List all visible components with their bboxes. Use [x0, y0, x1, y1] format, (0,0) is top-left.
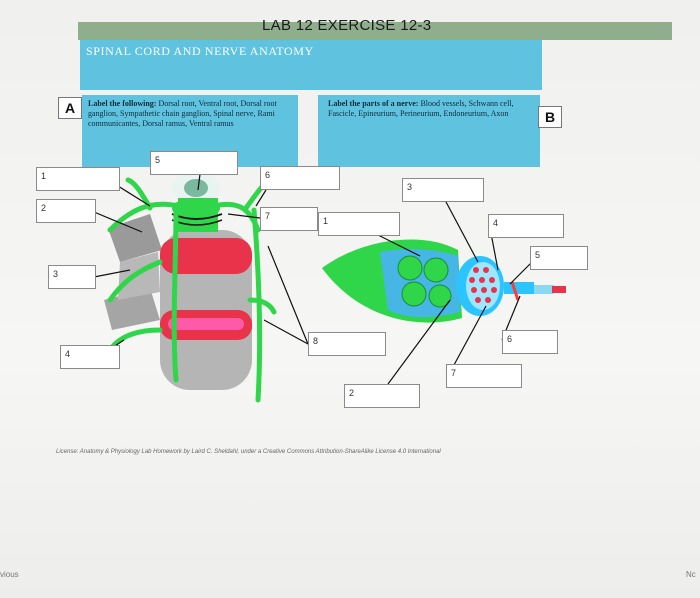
next-link[interactable]: Nc — [686, 570, 696, 579]
badge-b: B — [538, 106, 562, 128]
instructions-b: Label the parts of a nerve: Blood vessel… — [318, 95, 540, 167]
label-box-b6[interactable]: 6 — [502, 330, 558, 354]
lab-title: LAB 12 EXERCISE 12-3 — [262, 17, 432, 34]
title-banner — [80, 40, 542, 90]
label-box-a7[interactable]: 7 — [260, 207, 318, 231]
label-box-b5[interactable]: 5 — [530, 246, 588, 270]
badge-a: A — [58, 97, 82, 119]
label-box-b1[interactable]: 1 — [318, 212, 400, 236]
label-box-a1[interactable]: 1 — [36, 167, 120, 191]
instructions-b-text: Blood vessels, Schwann cell, Fascicle, E… — [328, 99, 514, 118]
label-box-a4[interactable]: 4 — [60, 345, 120, 369]
instructions-a-text: Dorsal root, Ventral root, Dorsal root g… — [88, 99, 277, 128]
instructions-a-lead: Label the following: — [88, 99, 157, 108]
instructions-b-lead: Label the parts of a nerve: — [328, 99, 419, 108]
nerve-cross-section — [322, 239, 566, 323]
label-box-a8[interactable]: 8 — [308, 332, 386, 356]
top-bar — [78, 22, 672, 40]
page-subtitle: SPINAL CORD AND NERVE ANATOMY — [86, 44, 314, 58]
label-box-b3[interactable]: 3 — [402, 178, 484, 202]
label-box-b4[interactable]: 4 — [488, 214, 564, 238]
previous-link[interactable]: vious — [0, 570, 19, 579]
label-box-a2[interactable]: 2 — [36, 199, 96, 223]
label-box-a5[interactable]: 5 — [150, 151, 238, 175]
label-box-b2[interactable]: 2 — [344, 384, 420, 408]
license-footer: License: Anatomy & Physiology Lab Homewo… — [56, 449, 441, 455]
label-box-a3[interactable]: 3 — [48, 265, 96, 289]
label-box-a6[interactable]: 6 — [260, 166, 340, 190]
spinal-cord-figure — [104, 172, 277, 403]
label-box-b7[interactable]: 7 — [446, 364, 522, 388]
